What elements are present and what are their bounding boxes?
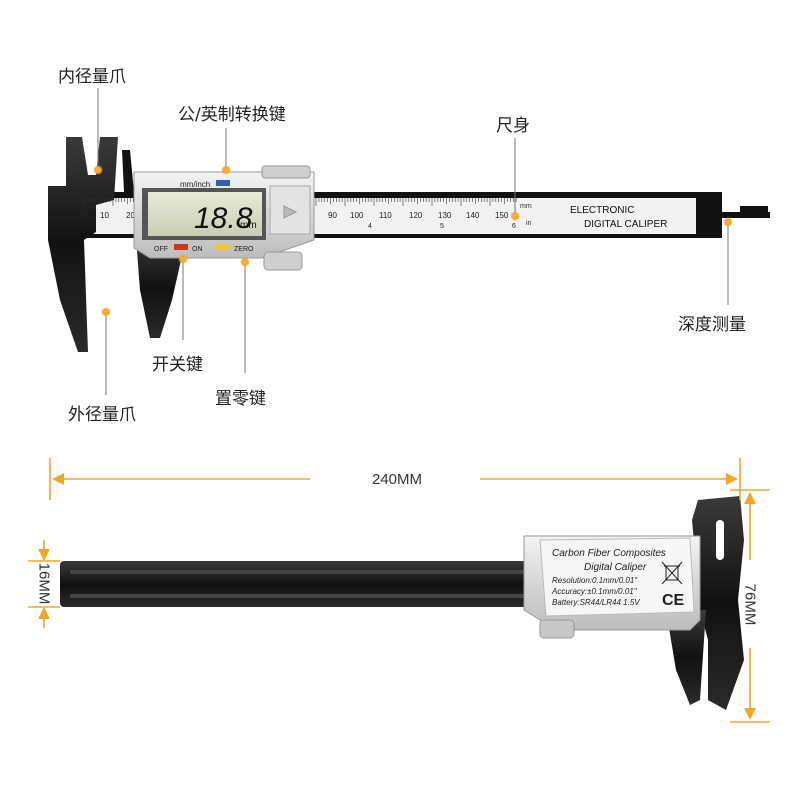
inch-mark-4: 4 [368, 223, 372, 230]
brand-line-1: ELECTRONIC [570, 205, 634, 216]
mm-scale-150: 150 [495, 211, 509, 220]
back-line-2: Digital Caliper [584, 562, 647, 573]
dimension-jaw-height: 76MM [741, 583, 759, 626]
dimension-length: 240MM [372, 471, 423, 488]
mm-scale-130: 130 [438, 211, 452, 220]
fixed-jaw [48, 137, 118, 352]
dimension-lines [28, 458, 770, 723]
callout-zero: 置零键 [215, 389, 266, 409]
callout-inner-jaw: 内径量爪 [58, 67, 126, 87]
unit-switch-label: mm/inch [180, 180, 210, 189]
callout-unit-switch: 公/英制转换键 [178, 105, 286, 125]
mm-scale-110: 110 [379, 211, 392, 220]
callout-outer-jaw: 外径量爪 [68, 405, 136, 425]
unit-switch-button[interactable] [216, 180, 230, 186]
front-caliper: 0 10 20 90 100 110 120 130 140 150 4 5 6… [48, 137, 770, 352]
back-resolution: Resolution:0.1mm/0.01" [552, 576, 638, 585]
back-line-1: Carbon Fiber Composites [552, 548, 666, 559]
mm-scale-ticks-right [315, 198, 517, 206]
brand-line-2: DIGITAL CALIPER [584, 219, 667, 230]
lcd-value: 18.8 [194, 202, 253, 235]
on-label: ON [192, 246, 203, 253]
mm-scale-90: 90 [328, 211, 337, 220]
back-fixed-jaw [692, 496, 744, 710]
back-beam [60, 561, 546, 607]
back-sliding-jaw [666, 610, 706, 705]
callout-depth: 深度测量 [678, 315, 746, 335]
leader-lines [97, 88, 729, 395]
back-battery: Battery:SR44/LR44 1.5V [552, 598, 640, 607]
power-button[interactable] [174, 244, 188, 250]
inch-mark-5: 5 [440, 223, 444, 230]
mm-scale-20: 20 [126, 211, 135, 220]
mm-scale-0: 0 [82, 211, 87, 220]
thumb-wheel[interactable] [263, 251, 303, 271]
mm-scale-140: 140 [466, 211, 480, 220]
callout-power: 开关键 [152, 355, 203, 375]
mm-scale-10: 10 [100, 211, 109, 220]
mm-scale-120: 120 [409, 211, 423, 220]
back-label-plate [539, 537, 695, 617]
scale-unit-mm: mm [520, 203, 532, 210]
weee-bin-icon [661, 561, 683, 585]
mm-scale-ticks-left [83, 198, 134, 206]
sliding-jaw [136, 238, 186, 338]
inch-mark-6: 6 [512, 223, 516, 230]
dimension-beam-height: 16MM [35, 562, 53, 605]
back-accuracy: Accuracy:±0.1mm/0.01" [551, 587, 638, 596]
hotspot-dots [93, 165, 733, 317]
off-label: OFF [154, 246, 168, 253]
lcd-screen [148, 192, 262, 236]
zero-label: ZERO [234, 246, 254, 253]
callout-main-beam: 尺身 [496, 116, 530, 136]
scale-unit-in: in [526, 220, 532, 227]
back-caliper: Carbon Fiber Composites Digital Caliper … [60, 496, 744, 710]
zero-button[interactable] [216, 244, 230, 250]
lcd-unit: mm [240, 220, 257, 231]
ce-mark: CE [662, 592, 685, 609]
mm-scale-100: 100 [350, 211, 364, 220]
depth-rod [720, 212, 770, 218]
